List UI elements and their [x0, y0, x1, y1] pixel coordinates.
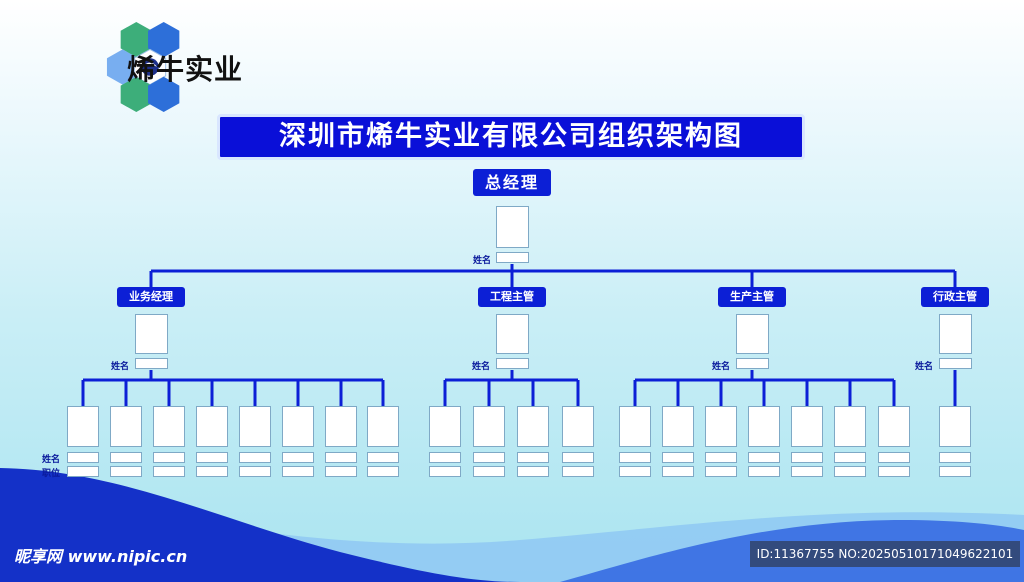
dept-name-label-production: 姓名: [712, 362, 731, 372]
hex-blue-top: [148, 22, 180, 58]
staff-name-slot: [196, 452, 228, 463]
staff-photo: [325, 406, 357, 447]
hex-green-bottom: [148, 76, 180, 112]
staff-position-slot: [878, 466, 910, 477]
ceo-title-tag: 总经理: [473, 169, 551, 196]
staff-position-slot: [196, 466, 228, 477]
staff-position-slot: [791, 466, 823, 477]
staff-position-slot: [153, 466, 185, 477]
staff-position-slot: [705, 466, 737, 477]
ceo-name-label: 姓名: [473, 256, 492, 266]
staff-photo: [705, 406, 737, 447]
dept-tag-admin: 行政主管: [921, 287, 989, 307]
staff-position-slot: [325, 466, 357, 477]
staff-photo: [239, 406, 271, 447]
staff-name-slot: [429, 452, 461, 463]
dept-name-slot-admin: [939, 358, 972, 369]
staff-photo: [282, 406, 314, 447]
staff-photo: [791, 406, 823, 447]
staff-name-slot: [282, 452, 314, 463]
watermark-id: ID:11367755 NO:20250510171049622101: [750, 541, 1020, 567]
staff-name-slot: [748, 452, 780, 463]
staff-name-slot: [325, 452, 357, 463]
staff-photo: [196, 406, 228, 447]
staff-position-slot: [110, 466, 142, 477]
brand-name: 烯牛实业: [127, 53, 244, 86]
dept-photo-engineering: [496, 314, 529, 354]
hex-green-top: [120, 22, 152, 58]
staff-name-slot: [517, 452, 549, 463]
staff-photo: [939, 406, 971, 447]
staff-name-slot: [473, 452, 505, 463]
staff-photo: [110, 406, 142, 447]
staff-photo: [748, 406, 780, 447]
staff-name-slot: [239, 452, 271, 463]
dept-name-label-admin: 姓名: [915, 362, 934, 372]
staff-name-slot: [67, 452, 99, 463]
staff-name-slot: [662, 452, 694, 463]
page-title: 深圳市烯牛实业有限公司组织架构图: [217, 114, 805, 160]
staff-name-slot: [562, 452, 594, 463]
staff-name-slot: [619, 452, 651, 463]
logo-swirl-icon: [143, 62, 157, 67]
staff-photo: [662, 406, 694, 447]
dept-tag-production: 生产主管: [718, 287, 786, 307]
staff-position-slot: [282, 466, 314, 477]
staff-position-slot: [939, 466, 971, 477]
staff-name-slot: [110, 452, 142, 463]
staff-position-slot: [67, 466, 99, 477]
staff-photo: [429, 406, 461, 447]
staff-position-slot: [473, 466, 505, 477]
staff-photo: [367, 406, 399, 447]
dept-photo-admin: [939, 314, 972, 354]
staff-photo: [562, 406, 594, 447]
logo-emblem-icon: [141, 58, 159, 76]
staff-name-slot: [878, 452, 910, 463]
hex-blue-bottom: [120, 76, 152, 112]
staff-name-slot: [834, 452, 866, 463]
staff-position-label: 职位: [42, 469, 61, 479]
staff-name-slot: [939, 452, 971, 463]
staff-name-slot: [705, 452, 737, 463]
staff-position-slot: [748, 466, 780, 477]
dept-name-slot-production: [736, 358, 769, 369]
staff-photo: [619, 406, 651, 447]
dept-name-label-engineering: 姓名: [472, 362, 491, 372]
staff-photo: [517, 406, 549, 447]
dept-photo-sales: [135, 314, 168, 354]
dept-tag-sales: 业务经理: [117, 287, 185, 307]
dept-name-slot-engineering: [496, 358, 529, 369]
staff-photo: [67, 406, 99, 447]
staff-position-slot: [562, 466, 594, 477]
staff-position-slot: [834, 466, 866, 477]
staff-position-slot: [619, 466, 651, 477]
ceo-name-slot: [496, 252, 529, 263]
staff-name-slot: [367, 452, 399, 463]
staff-position-slot: [517, 466, 549, 477]
staff-photo: [153, 406, 185, 447]
staff-position-slot: [239, 466, 271, 477]
wave-dark: [0, 468, 520, 582]
dept-photo-production: [736, 314, 769, 354]
staff-position-slot: [429, 466, 461, 477]
line-group: [81, 264, 957, 407]
ceo-photo-box: [496, 206, 529, 248]
hex-light-left: [106, 49, 139, 85]
staff-position-slot: [367, 466, 399, 477]
staff-name-slot: [153, 452, 185, 463]
staff-photo: [878, 406, 910, 447]
staff-name-slot: [791, 452, 823, 463]
staff-name-label: 姓名: [42, 455, 61, 465]
staff-photo: [473, 406, 505, 447]
watermark-site: 昵享网 www.nipic.cn: [14, 547, 188, 566]
dept-name-label-sales: 姓名: [111, 362, 130, 372]
dept-name-slot-sales: [135, 358, 168, 369]
logo-hexagons: [106, 22, 180, 112]
staff-position-slot: [662, 466, 694, 477]
dept-tag-engineering: 工程主管: [478, 287, 546, 307]
staff-photo: [834, 406, 866, 447]
